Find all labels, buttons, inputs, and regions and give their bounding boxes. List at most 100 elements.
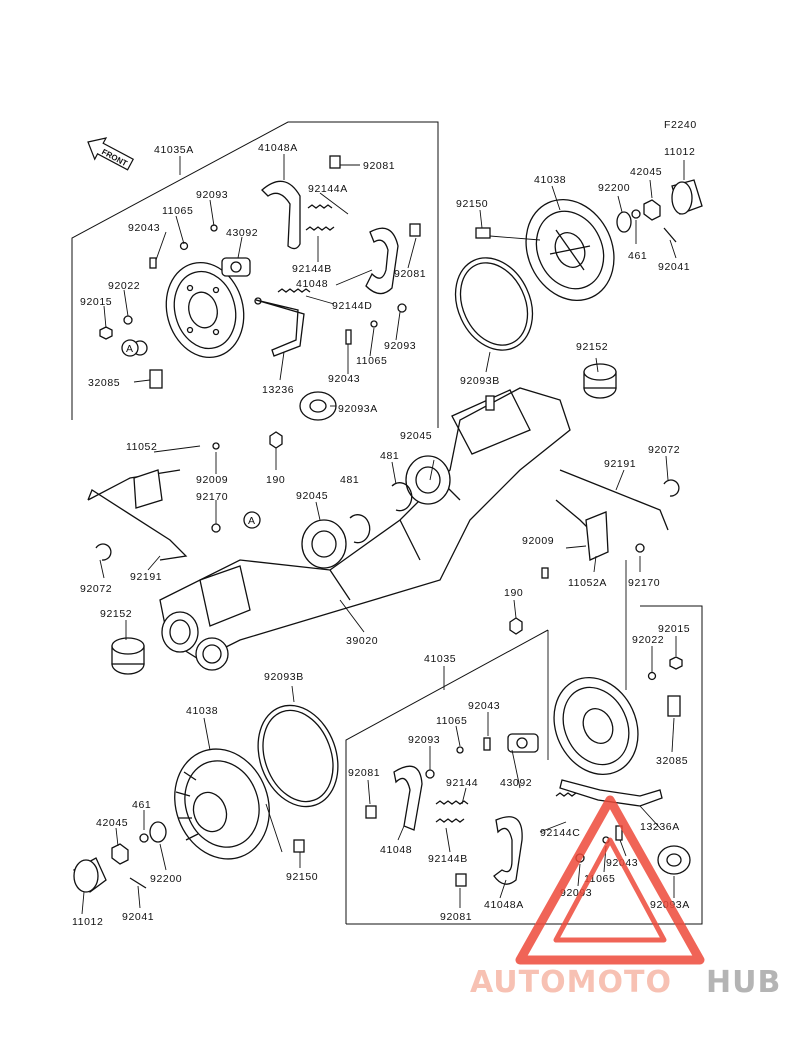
part-label: 11052 (126, 441, 157, 453)
part-label: 13236 (262, 384, 294, 396)
part-label: 92072 (648, 444, 680, 456)
brake-lever-13236A (559, 779, 663, 807)
seal-92093B-right (454, 257, 534, 351)
brake-shoe-41048-bottom (393, 765, 423, 831)
brake-lever-13236 (254, 297, 305, 357)
part-label: 11065 (436, 715, 467, 727)
bracket-11052 (133, 469, 163, 509)
wheel-cylinder-43092-top (221, 257, 251, 277)
part-label: 92045 (296, 490, 328, 502)
brake-panel-left (165, 261, 245, 359)
bottom-right-brake-group-box (345, 605, 703, 925)
part-label: 92081 (348, 767, 380, 779)
part-label: 13236A (640, 821, 680, 833)
bearing-92045-mid (301, 519, 347, 569)
bracket-11052A (585, 511, 609, 561)
part-label: 92144B (292, 263, 332, 275)
part-label: 92081 (440, 911, 472, 923)
part-label: 92081 (394, 268, 426, 280)
front-arrow-icon: FRONT (87, 137, 135, 171)
part-label: 92015 (80, 296, 112, 308)
part-label: 92041 (122, 911, 154, 923)
part-label: 11012 (72, 916, 103, 928)
figure-id: F2240 (664, 119, 697, 131)
part-label: 41038 (534, 174, 566, 186)
part-label: 481 (380, 450, 399, 462)
part-label: 92150 (286, 871, 318, 883)
part-label: 461 (132, 799, 151, 811)
part-label: 43092 (226, 227, 258, 239)
part-label: 92093A (338, 403, 378, 415)
part-label: 92144B (428, 853, 468, 865)
part-label: 92022 (632, 634, 664, 646)
part-label: 92041 (658, 261, 690, 273)
part-label: 92200 (598, 182, 630, 194)
part-label: 92191 (604, 458, 636, 470)
part-label: 92144A (308, 183, 348, 195)
callout-a-top: A (121, 339, 139, 357)
brake-drum-41038-right (525, 198, 615, 302)
wheel-cylinder-43092-bottom (507, 733, 539, 753)
leader-lines (81, 154, 685, 915)
part-label: 92072 (80, 583, 112, 595)
callout-a-label-1: A (126, 343, 134, 355)
part-label: 41038 (186, 705, 218, 717)
axle-housing-39020 (159, 387, 571, 671)
part-label: 41048A (258, 142, 298, 154)
brake-shoe-41048A (261, 180, 301, 250)
part-label: 92043 (128, 222, 160, 234)
part-label: 190 (266, 474, 285, 486)
part-label: 92009 (522, 535, 554, 547)
bushing-92093A-bottom (657, 845, 691, 875)
top-left-brake-group-box (71, 121, 439, 428)
bushing-92152-left (111, 637, 145, 675)
part-label: 92093 (408, 734, 440, 746)
small-parts-bottom (365, 656, 683, 887)
part-label: 11065 (162, 205, 193, 217)
part-label: 11065 (356, 355, 387, 367)
part-labels: 41035A 41048A 92081 92093 92144A 11065 9… (72, 142, 695, 928)
part-label: 32085 (656, 755, 688, 767)
part-label: 92152 (576, 341, 608, 353)
part-label: 92093B (460, 375, 500, 387)
part-label: 92144C (540, 827, 580, 839)
part-label: 41048 (296, 278, 328, 290)
brake-panel-right (553, 676, 639, 776)
part-label: 92043 (468, 700, 500, 712)
part-label: 41048 (380, 844, 412, 856)
brake-shoe-41048 (365, 227, 399, 295)
part-label: 92144 (446, 777, 478, 789)
circlips-481 (349, 482, 413, 544)
part-label: 92045 (400, 430, 432, 442)
part-label: 92009 (196, 474, 228, 486)
small-parts-mid (95, 431, 680, 635)
part-label: 92093 (196, 189, 228, 201)
callout-a-mid: A (243, 511, 261, 529)
part-label: 41048A (484, 899, 524, 911)
part-label: 481 (340, 474, 359, 486)
part-label: 92081 (363, 160, 395, 172)
part-label: 92093B (264, 671, 304, 683)
part-label: 92152 (100, 608, 132, 620)
hub-parts-right (475, 179, 703, 243)
part-label: 41035A (154, 144, 194, 156)
part-label: 42045 (630, 166, 662, 178)
part-label: 92144D (332, 300, 372, 312)
bushing-92152-right (583, 363, 617, 399)
small-parts-top (99, 155, 421, 389)
springs-top (277, 204, 335, 293)
brake-shoe-41048A-bottom (493, 816, 523, 885)
part-label: 92150 (456, 198, 488, 210)
part-label: 92170 (628, 577, 660, 589)
part-label: 43092 (500, 777, 532, 789)
part-label: 461 (628, 250, 647, 262)
part-label: 32085 (88, 377, 120, 389)
part-label: 92093 (384, 340, 416, 352)
part-label: 42045 (96, 817, 128, 829)
part-label: 92191 (130, 571, 162, 583)
part-label: 92170 (196, 491, 228, 503)
watermark-text-1: AUTOMOTO (470, 965, 672, 1000)
bearing-92045-top (405, 455, 451, 505)
part-label: 92015 (658, 623, 690, 635)
